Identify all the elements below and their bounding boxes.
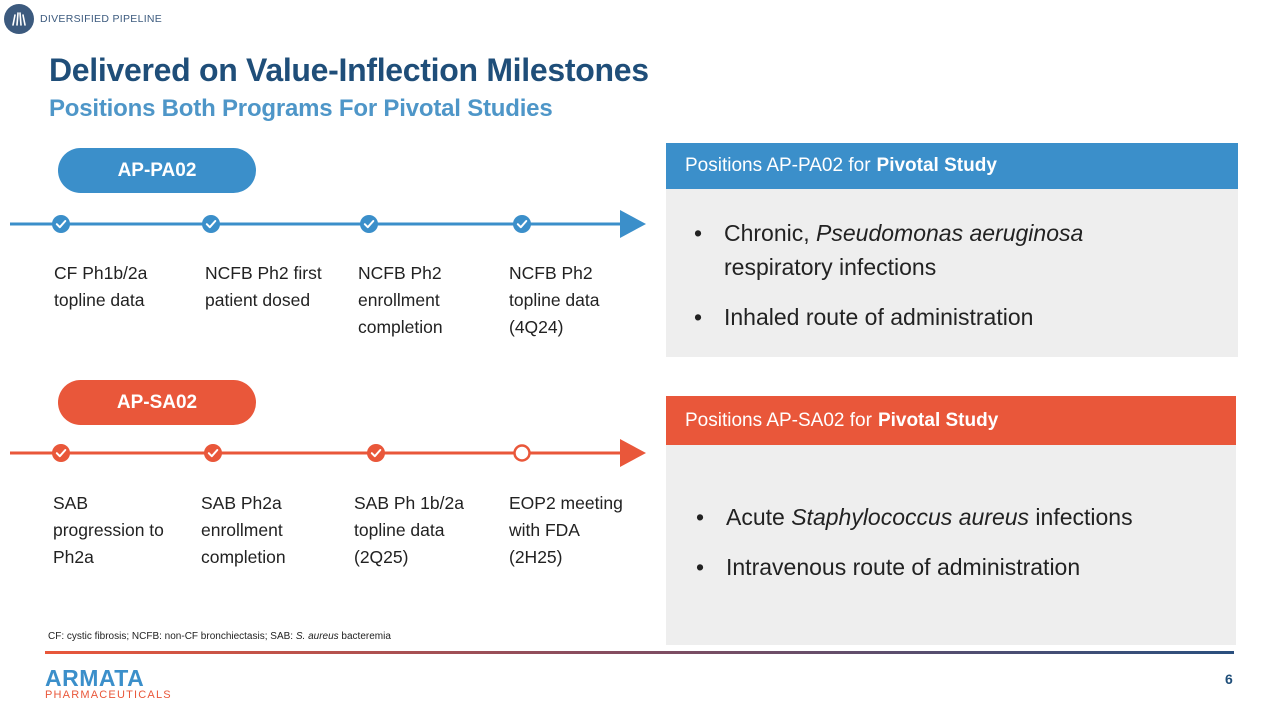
panel-body-ap-sa02: • Acute Staphylococcus aureus infections… — [666, 445, 1236, 645]
panel-heading-ap-sa02: Positions AP-SA02 for Pivotal Study — [666, 396, 1236, 445]
panel-heading-text: Positions AP-PA02 for — [685, 155, 871, 176]
milestone-label: NCFB Ph2 first patient dosed — [205, 260, 322, 314]
bullet-item: • Chronic, Pseudomonas aeruginosa respir… — [694, 216, 1083, 284]
footer-divider — [45, 651, 1234, 654]
milestone-text-line: NCFB Ph2 — [509, 263, 593, 283]
brand-logo-subtitle: PHARMACEUTICALS — [45, 689, 172, 701]
milestone-text-line: EOP2 meeting — [509, 493, 623, 513]
milestone-check-icon — [52, 215, 70, 233]
milestone-text-line: completion — [201, 547, 286, 567]
milestone-check-icon — [360, 215, 378, 233]
milestone-text-line: (2H25) — [509, 547, 563, 567]
milestone-text-line: topline data — [354, 520, 445, 540]
bullet-icon: • — [694, 220, 703, 246]
milestone-text-line: completion — [358, 317, 443, 337]
milestone-label: CF Ph1b/2a topline data — [54, 260, 147, 314]
milestone-pending-icon — [513, 444, 531, 462]
milestone-label: SAB Ph2a enrollment completion — [201, 490, 286, 571]
section-label: DIVERSIFIED PIPELINE — [40, 13, 163, 25]
milestone-text-line: enrollment — [358, 290, 440, 310]
milestone-text-line: CF Ph1b/2a — [54, 263, 148, 283]
milestone-label: NCFB Ph2 enrollment completion — [358, 260, 443, 341]
page-title: Delivered on Value-Inflection Milestones — [49, 52, 649, 88]
bullet-item: • Inhaled route of administration — [694, 300, 1083, 334]
program-pill-ap-sa02: AP-SA02 — [58, 380, 256, 425]
panel-heading-emphasis: Pivotal Study — [877, 409, 999, 431]
milestone-text-line: (4Q24) — [509, 317, 564, 337]
bullet-icon: • — [696, 554, 705, 580]
milestone-text-line: NCFB Ph2 — [358, 263, 442, 283]
timeline-ap-pa02 — [10, 210, 646, 238]
panel-heading-emphasis: Pivotal Study — [876, 155, 997, 176]
milestone-text-line: NCFB Ph2 first — [205, 263, 322, 283]
timeline-arrow-icon — [620, 439, 646, 467]
milestone-check-icon — [52, 444, 70, 462]
brand-logo-wordmark: ARMATA — [45, 665, 145, 691]
milestone-text-line: progression to — [53, 520, 164, 540]
panel-heading-ap-pa02: Positions AP-PA02 for Pivotal Study — [666, 143, 1238, 189]
bullet-item: • Intravenous route of administration — [696, 550, 1133, 584]
milestone-text-line: patient dosed — [205, 290, 311, 310]
page-subtitle: Positions Both Programs For Pivotal Stud… — [49, 95, 553, 122]
company-logo-icon — [4, 4, 34, 34]
timeline-arrow-icon — [620, 210, 646, 238]
milestone-check-icon — [202, 215, 220, 233]
milestone-check-icon — [513, 215, 531, 233]
timelines — [10, 210, 646, 467]
milestone-text-line: SAB — [53, 493, 89, 513]
milestone-text-line: topline data — [509, 290, 600, 310]
panel-body-ap-pa02: • Chronic, Pseudomonas aeruginosa respir… — [666, 189, 1238, 357]
milestone-label: SAB Ph 1b/2a topline data (2Q25) — [354, 490, 464, 571]
page-number: 6 — [1225, 671, 1233, 687]
bullet-icon: • — [696, 504, 705, 530]
milestone-label: EOP2 meeting with FDA (2H25) — [509, 490, 623, 571]
milestone-check-icon — [204, 444, 222, 462]
milestone-text-line: enrollment — [201, 520, 283, 540]
panel-heading-text: Positions AP-SA02 for — [685, 409, 872, 431]
milestone-text-line: topline data — [54, 290, 145, 310]
milestone-text-line: SAB Ph 1b/2a — [354, 493, 464, 513]
milestone-text-line: (2Q25) — [354, 547, 409, 567]
program-pill-ap-pa02: AP-PA02 — [58, 148, 256, 193]
milestone-text-line: with FDA — [509, 520, 580, 540]
milestone-text-line: Ph2a — [53, 547, 94, 567]
bullet-item: • Acute Staphylococcus aureus infections — [696, 500, 1133, 534]
footnote: CF: cystic fibrosis; NCFB: non-CF bronch… — [48, 631, 391, 642]
timeline-ap-sa02 — [10, 439, 646, 467]
bullet-icon: • — [694, 304, 703, 330]
milestone-check-icon — [367, 444, 385, 462]
milestone-text-line: SAB Ph2a — [201, 493, 282, 513]
milestone-label: NCFB Ph2 topline data (4Q24) — [509, 260, 600, 341]
milestone-label: SAB progression to Ph2a — [53, 490, 164, 571]
